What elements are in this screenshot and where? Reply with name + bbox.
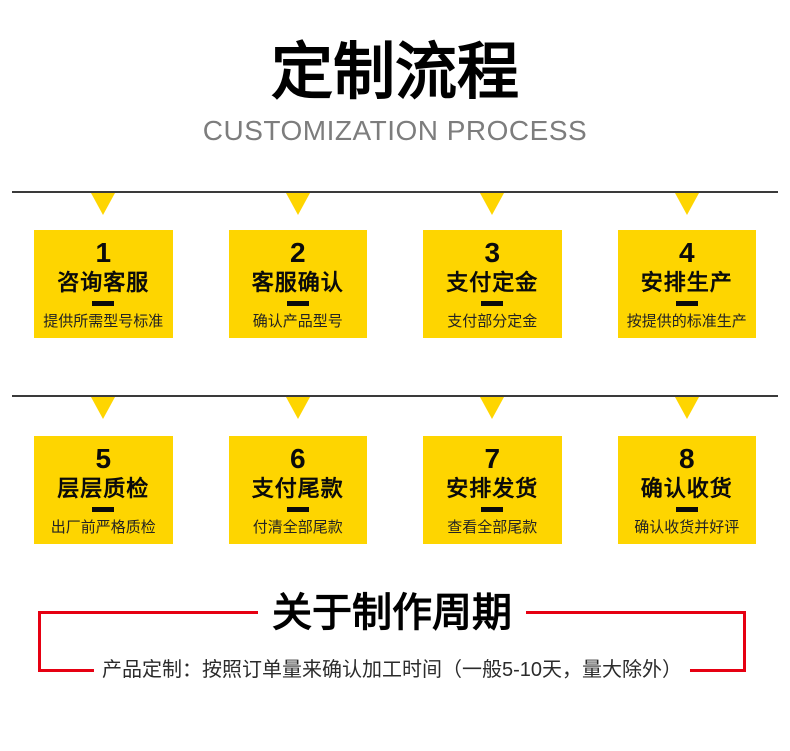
dash-divider: [675, 507, 698, 512]
step-number: 4: [678, 237, 695, 268]
step-number: 3: [484, 237, 501, 268]
step-number: 6: [289, 443, 306, 474]
step-number: 2: [289, 237, 306, 268]
step-number: 5: [95, 443, 112, 474]
production-cycle-frame: 关于制作周期 产品定制：按照订单量来确认加工时间（一般5-10天，量大除外）: [38, 591, 746, 684]
step-description: 支付部分定金: [447, 313, 538, 330]
arrow-row: [0, 193, 790, 215]
step-description: 付清全部尾款: [252, 519, 343, 536]
step-title: 支付尾款: [251, 476, 344, 501]
step-card-2: 2 客服确认 确认产品型号: [228, 230, 367, 338]
arrow-down-icon: [91, 193, 116, 215]
step-number: 8: [678, 443, 695, 474]
step-card-8: 8 确认收货 确认收货并好评: [617, 436, 756, 544]
dash-divider: [92, 507, 115, 512]
step-number: 7: [484, 443, 501, 474]
step-description: 确认收货并好评: [634, 519, 740, 536]
arrow-down-icon: [91, 397, 116, 419]
divider-line: [12, 191, 778, 193]
step-card-7: 7 安排发货 查看全部尾款: [423, 436, 562, 544]
arrow-down-icon: [285, 397, 310, 419]
step-description: 提供所需型号标准: [43, 313, 164, 330]
step-card-6: 6 支付尾款 付清全部尾款: [228, 436, 367, 544]
dash-divider: [286, 507, 309, 512]
arrow-down-icon: [480, 397, 505, 419]
step-description: 按提供的标准生产: [626, 313, 747, 330]
steps-row-1: 1 咨询客服 提供所需型号标准 2 客服确认 确认产品型号 3 支付定金 支付部…: [0, 230, 790, 338]
step-title: 层层质检: [57, 476, 150, 501]
step-title: 咨询客服: [57, 270, 150, 295]
divider-line: [12, 395, 778, 397]
dash-divider: [481, 301, 504, 306]
dash-divider: [286, 301, 309, 306]
arrow-down-icon: [480, 193, 505, 215]
step-card-3: 3 支付定金 支付部分定金: [423, 230, 562, 338]
step-title: 支付定金: [446, 270, 539, 295]
step-title: 安排生产: [640, 270, 733, 295]
arrow-down-icon: [674, 397, 699, 419]
page-title: 定制流程: [270, 38, 519, 107]
step-number: 1: [95, 237, 112, 268]
dash-divider: [481, 507, 504, 512]
steps-row-2: 5 层层质检 出厂前严格质检 6 支付尾款 付清全部尾款 7 安排发货 查看全部…: [0, 436, 790, 544]
arrow-down-icon: [285, 193, 310, 215]
arrow-row: [0, 397, 790, 419]
step-card-4: 4 安排生产 按提供的标准生产: [617, 230, 756, 338]
step-title: 安排发货: [446, 476, 539, 501]
step-title: 客服确认: [251, 270, 344, 295]
step-card-1: 1 咨询客服 提供所需型号标准: [34, 230, 173, 338]
step-description: 出厂前严格质检: [50, 519, 156, 536]
section-header: 定制流程 CUSTOMIZATION PROCESS: [0, 0, 790, 146]
step-card-5: 5 层层质检 出厂前严格质检: [34, 436, 173, 544]
dash-divider: [92, 301, 115, 306]
production-cycle-note: 产品定制：按照订单量来确认加工时间（一般5-10天，量大除外）: [93, 656, 691, 684]
production-cycle-title: 关于制作周期: [258, 591, 526, 635]
arrow-down-icon: [674, 193, 699, 215]
dash-divider: [675, 301, 698, 306]
step-description: 确认产品型号: [252, 313, 343, 330]
step-description: 查看全部尾款: [447, 519, 538, 536]
page-subtitle: CUSTOMIZATION PROCESS: [202, 115, 588, 146]
step-title: 确认收货: [640, 476, 733, 501]
